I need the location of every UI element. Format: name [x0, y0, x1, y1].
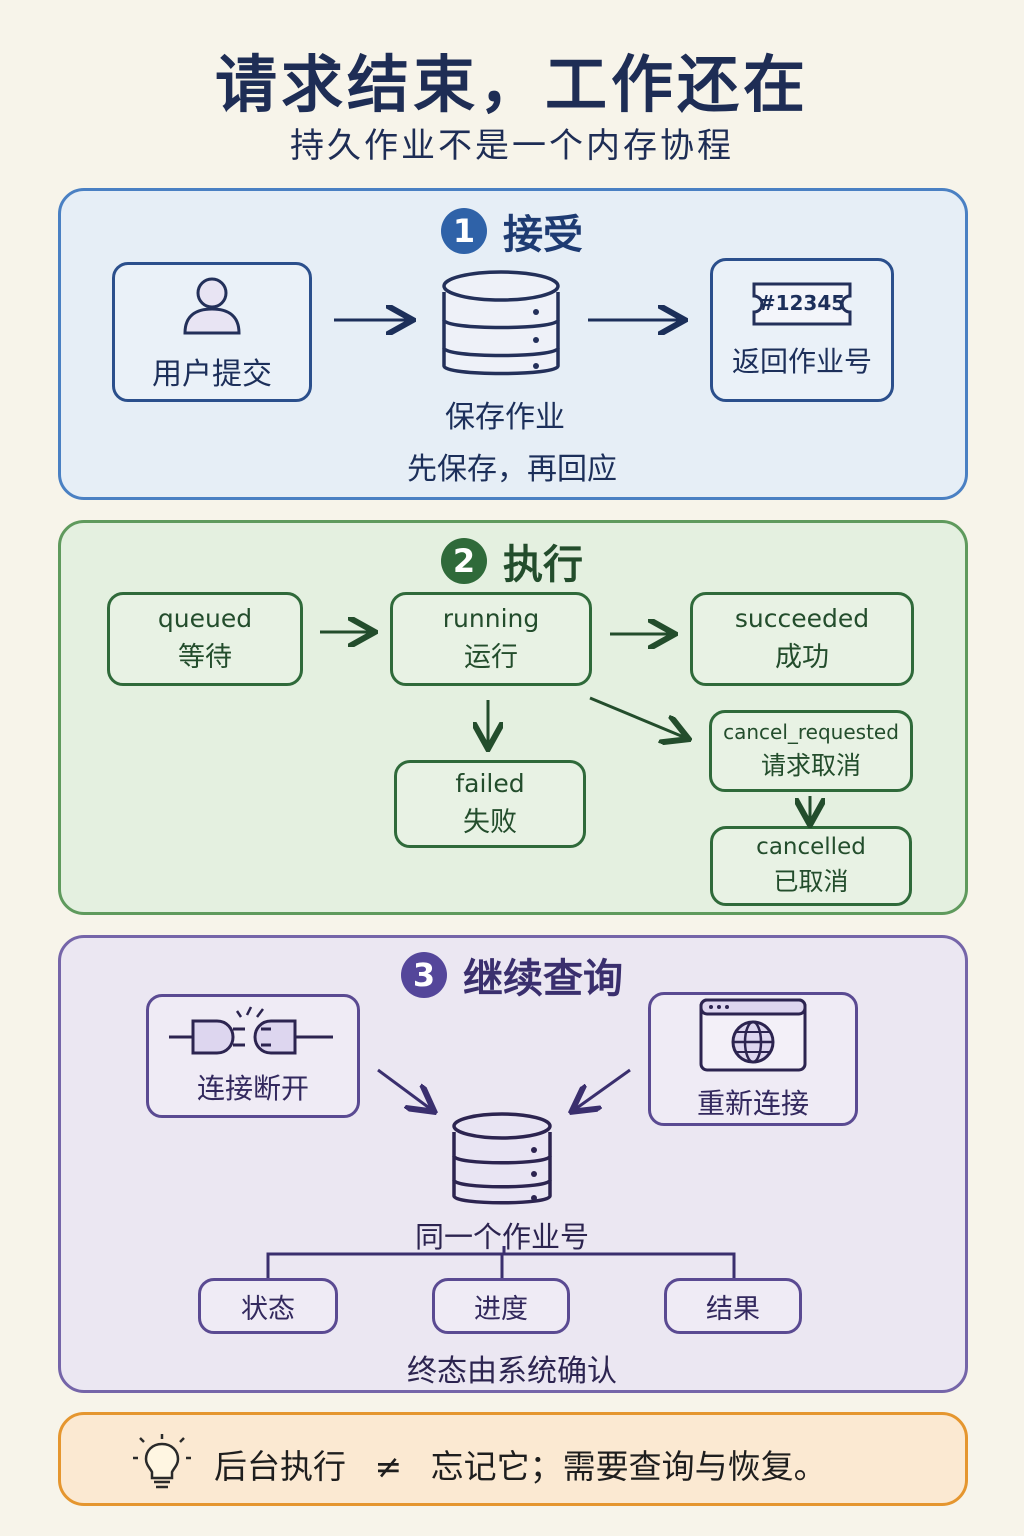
state-cancel-requested-zh: 请求取消: [760, 751, 861, 780]
query-heading: 3 继续查询: [0, 946, 1024, 1004]
state-cancelled-en: cancelled: [756, 834, 866, 860]
ticket-number: #12345: [758, 291, 846, 315]
database-icon: [442, 270, 560, 376]
step-number-badge: 1: [441, 208, 487, 254]
state-failed: failed 失败: [394, 760, 586, 848]
state-failed-zh: 失败: [463, 807, 517, 838]
reconnect-box: 重新连接: [648, 992, 858, 1126]
state-queued-zh: 等待: [178, 642, 232, 673]
disconnect-box: 连接断开: [146, 994, 360, 1118]
state-failed-en: failed: [455, 769, 525, 798]
store-job-database: [436, 262, 566, 382]
page-subtitle: 持久作业不是一个内存协程: [290, 126, 734, 166]
user-icon: [183, 277, 241, 335]
note-section: [58, 1412, 968, 1506]
lightbulb-icon: [132, 1432, 192, 1492]
return-id-label: 返回作业号: [731, 345, 872, 378]
ticket-icon: #12345: [746, 280, 858, 328]
accept-heading: 1 接受: [0, 202, 1024, 260]
not-equal-symbol: ≠: [374, 1447, 403, 1486]
execute-heading: 2 执行: [0, 532, 1024, 590]
browser-globe-icon: [699, 998, 807, 1072]
state-cancel-requested-en: cancel_requested: [723, 720, 899, 744]
note-text-right: 忘记它；需要查询与恢复。: [430, 1447, 827, 1486]
state-running: running 运行: [390, 592, 592, 686]
same-job-database: [446, 1106, 558, 1210]
state-succeeded-en: succeeded: [734, 604, 870, 633]
output-progress: 进度: [432, 1278, 570, 1334]
query-title: 继续查询: [463, 956, 623, 1002]
state-cancel-requested: cancel_requested 请求取消: [709, 710, 913, 792]
plug-icon: [169, 1006, 333, 1055]
user-submit-box: 用户提交: [112, 262, 312, 402]
step-number-badge: 2: [441, 538, 487, 584]
page-title: 请求结束，工作还在: [214, 48, 809, 121]
user-submit-label: 用户提交: [152, 357, 272, 392]
accept-title: 接受: [503, 212, 583, 258]
state-queued: queued 等待: [107, 592, 303, 686]
disconnect-label: 连接断开: [196, 1072, 309, 1105]
query-caption: 终态由系统确认: [407, 1354, 617, 1389]
note-text: 后台执行 ≠ 忘记它；需要查询与恢复。: [214, 1440, 954, 1488]
state-running-zh: 运行: [464, 642, 518, 673]
state-running-en: running: [442, 604, 540, 633]
state-succeeded: succeeded 成功: [690, 592, 914, 686]
accept-caption: 先保存，再回应: [407, 452, 617, 487]
state-queued-en: queued: [157, 604, 253, 633]
state-cancelled: cancelled 已取消: [710, 826, 912, 906]
reconnect-label: 重新连接: [696, 1087, 809, 1120]
step-number-badge: 3: [401, 952, 447, 998]
store-job-label: 保存作业: [445, 400, 565, 435]
output-status: 状态: [198, 1278, 338, 1334]
note-text-left: 后台执行: [214, 1447, 346, 1486]
return-id-box: #12345 返回作业号: [710, 258, 894, 402]
same-job-label: 同一个作业号: [414, 1220, 589, 1254]
state-succeeded-zh: 成功: [775, 642, 829, 673]
state-cancelled-zh: 已取消: [773, 867, 849, 896]
output-result: 结果: [664, 1278, 802, 1334]
execute-title: 执行: [503, 542, 583, 588]
database-icon: [452, 1112, 552, 1205]
